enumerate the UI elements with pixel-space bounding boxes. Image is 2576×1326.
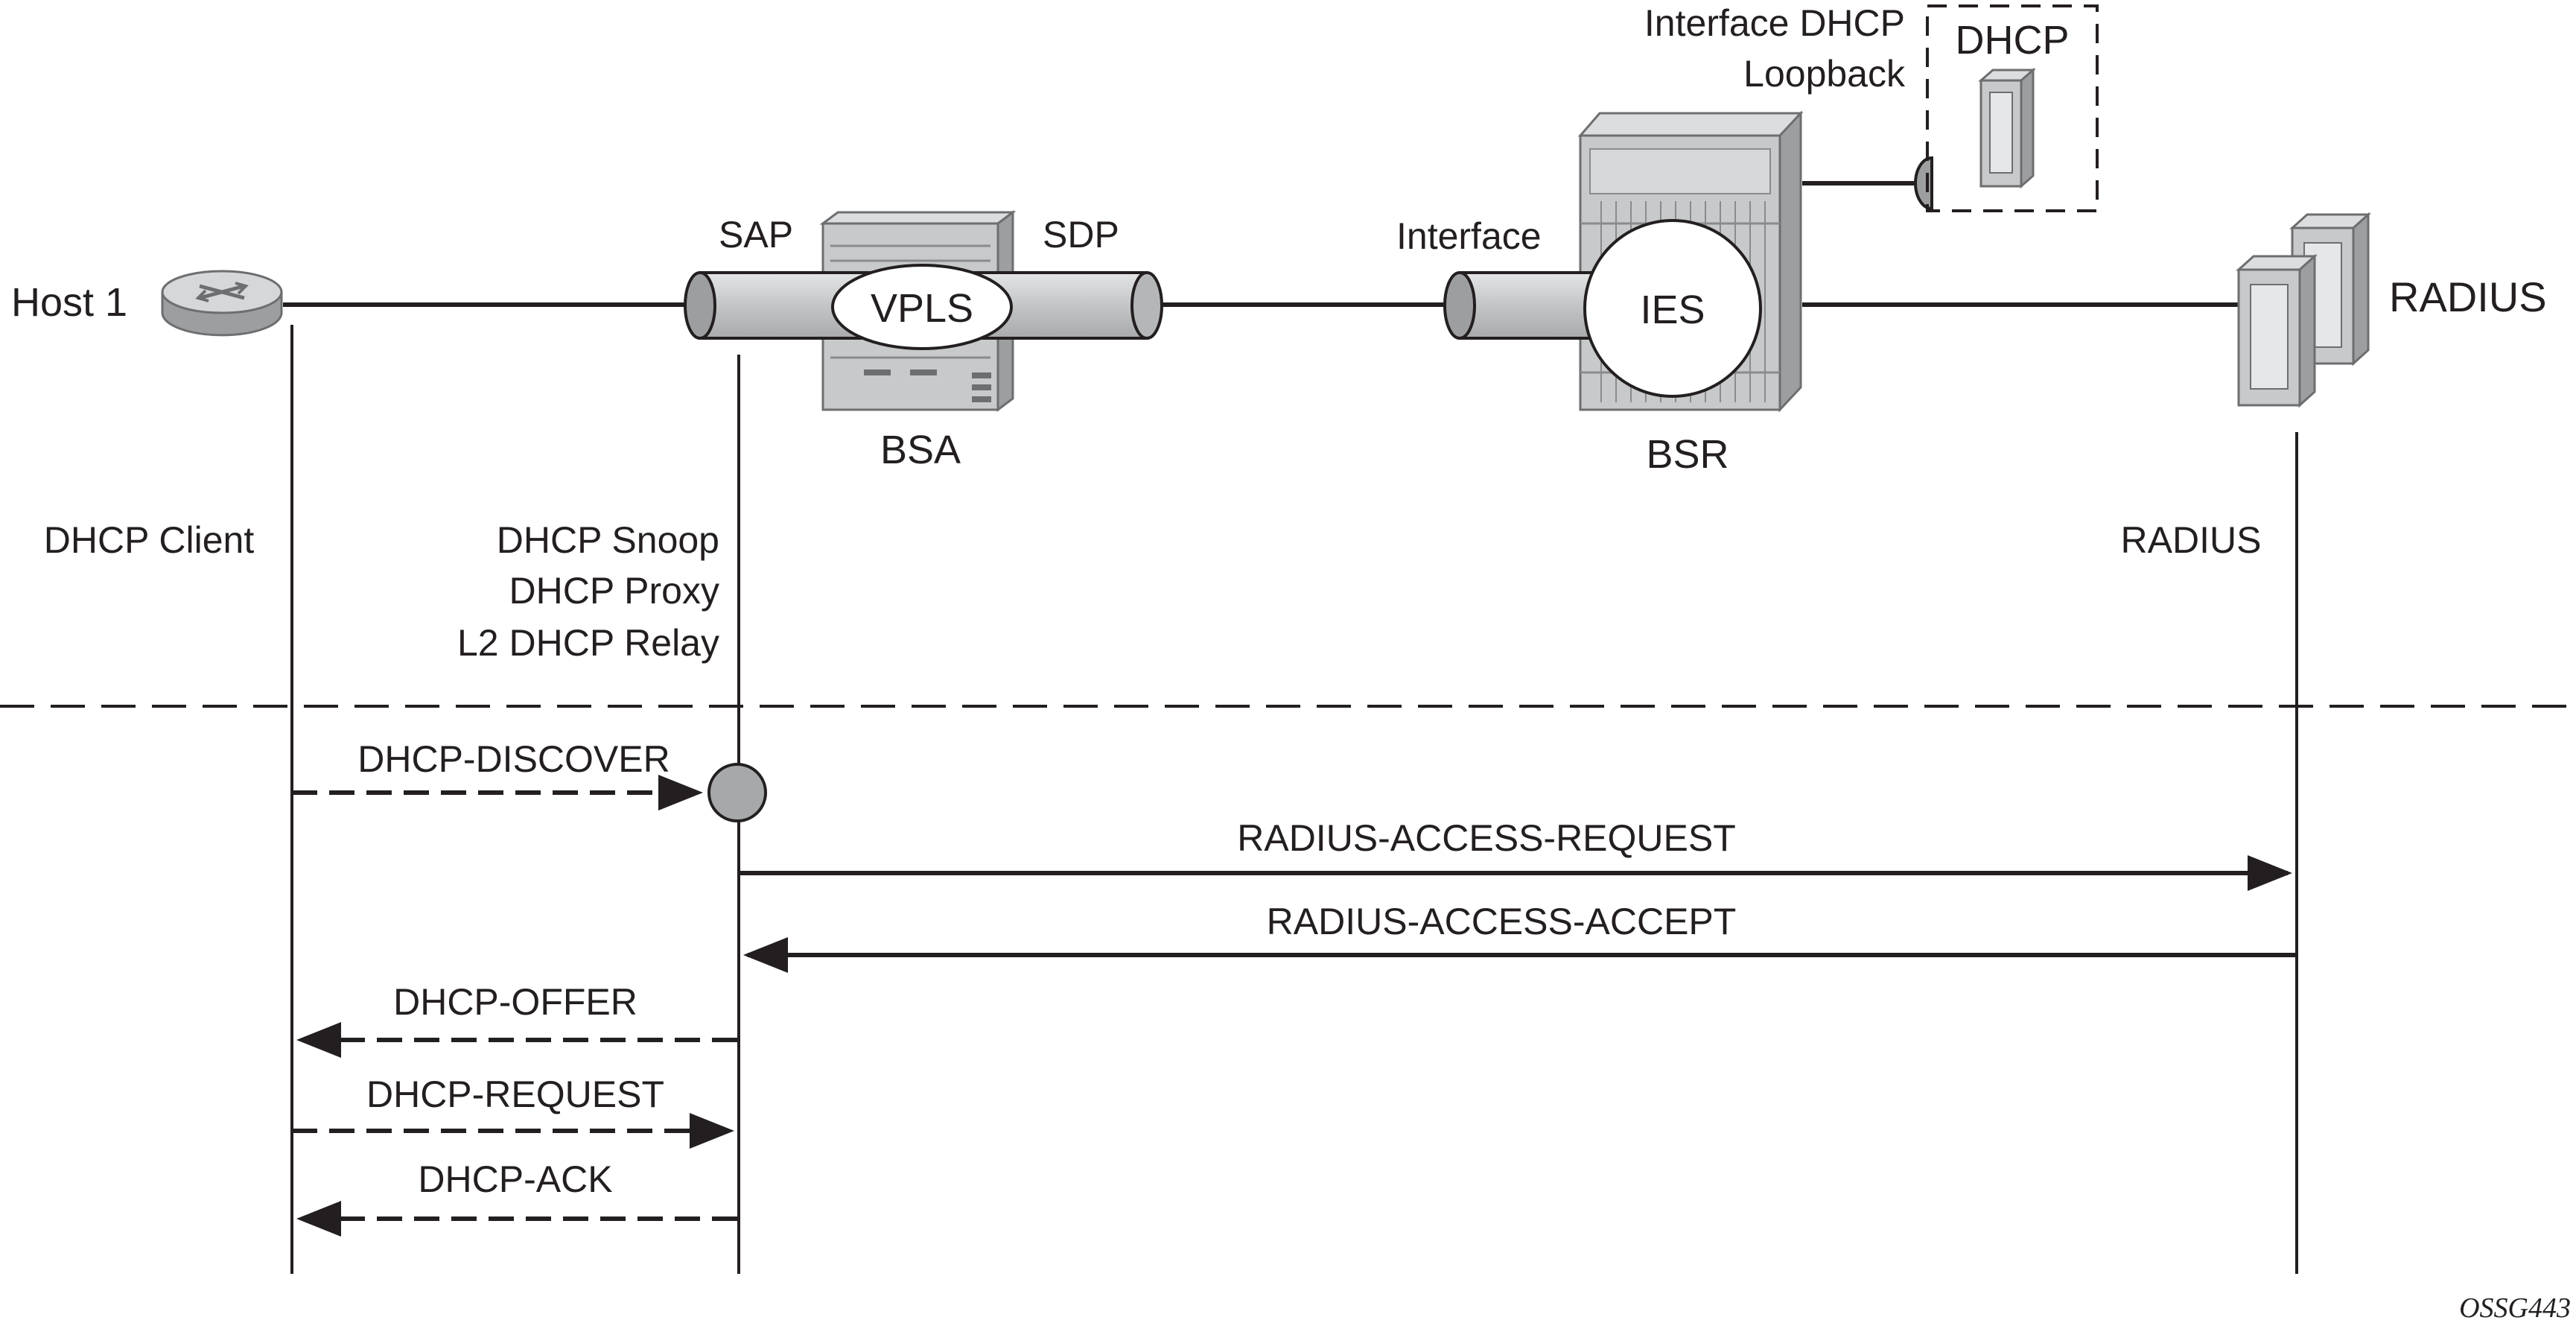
bsr-name-label: BSR <box>1646 432 1729 477</box>
vpls-label: VPLS <box>871 286 973 331</box>
message-dhcp-offer: DHCP-OFFER <box>296 981 737 1058</box>
radius-role-label: RADIUS <box>2121 519 2262 561</box>
loopback-port <box>1914 156 1933 211</box>
message-label: DHCP-OFFER <box>393 981 637 1023</box>
message-label: DHCP-DISCOVER <box>357 738 670 780</box>
server-icon <box>2236 253 2318 408</box>
bsa-name-label: BSA <box>880 428 961 472</box>
loopback-label-line2: Loopback <box>1743 53 1906 95</box>
sdp-label: SDP <box>1043 214 1119 256</box>
sap-label: SAP <box>719 214 793 256</box>
host-role-label: DHCP Client <box>44 519 255 561</box>
dhcp-intercept-point <box>707 763 767 822</box>
radius-name-label: RADIUS <box>2389 273 2547 320</box>
dhcp-server-label: DHCP <box>1955 18 2069 63</box>
message-label: RADIUS-ACCESS-REQUEST <box>1237 817 1736 859</box>
bsa-role-proxy: DHCP Proxy <box>509 570 719 612</box>
message-dhcp-request: DHCP-REQUEST <box>292 1073 734 1149</box>
host-name-label: Host 1 <box>11 280 127 325</box>
topology: Host 1 VPLS SAP SDP BSA <box>11 2 2547 477</box>
message-dhcp-ack: DHCP-ACK <box>296 1158 737 1237</box>
ies-interface-pipe <box>1443 271 1603 340</box>
loopback-label-line1: Interface DHCP <box>1644 2 1905 44</box>
ies-label: IES <box>1640 288 1705 332</box>
ies-service-bubble <box>1583 219 1762 398</box>
bsa-role-snoop: DHCP Snoop <box>497 519 719 561</box>
message-radius-access-request: RADIUS-ACCESS-REQUEST <box>739 817 2292 891</box>
figure-id: OSSG443 <box>2459 1292 2571 1324</box>
message-label: RADIUS-ACCESS-ACCEPT <box>1267 901 1737 942</box>
message-dhcp-discover: DHCP-DISCOVER <box>292 738 703 810</box>
message-label: DHCP-REQUEST <box>366 1073 664 1115</box>
router-icon <box>161 270 283 337</box>
server-icon <box>1978 67 2036 189</box>
interface-label: Interface <box>1396 215 1542 257</box>
bsa-role-relay: L2 DHCP Relay <box>457 622 719 664</box>
vpls-service-bubble <box>831 264 1013 350</box>
message-radius-access-accept: RADIUS-ACCESS-ACCEPT <box>743 901 2297 973</box>
message-label: DHCP-ACK <box>418 1158 612 1200</box>
